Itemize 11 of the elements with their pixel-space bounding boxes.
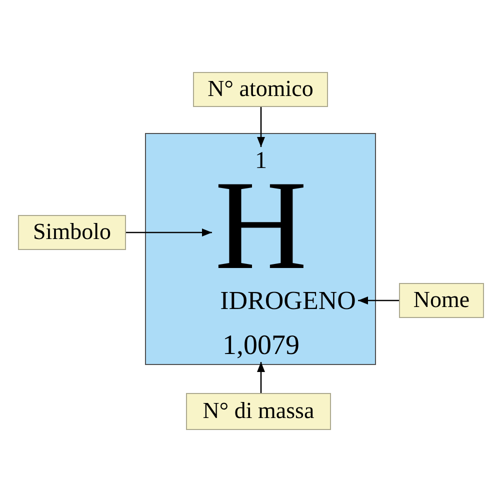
element-name: IDROGENO — [218, 286, 358, 316]
element-tile — [145, 133, 376, 365]
callout-label: N° di massa — [186, 393, 331, 430]
arrow — [126, 228, 212, 236]
callout-label: Simbolo — [18, 215, 126, 250]
arrow — [358, 296, 399, 304]
arrow — [257, 107, 265, 147]
callout-label: Nome — [399, 283, 484, 318]
callout-label: N° atomico — [193, 72, 328, 107]
arrow — [257, 362, 265, 393]
atomic-mass: 1,0079 — [216, 330, 306, 362]
